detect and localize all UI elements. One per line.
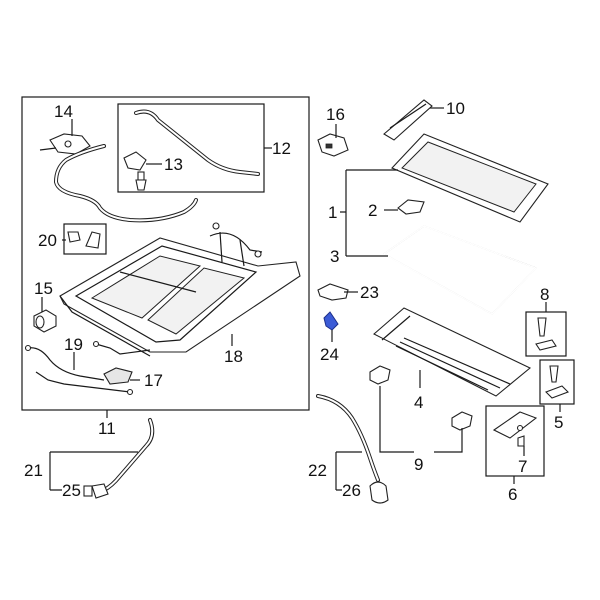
callout-15: 15 — [34, 279, 53, 298]
callout-4: 4 — [414, 393, 423, 412]
callout-10: 10 — [446, 99, 465, 118]
callout-16: 16 — [326, 105, 345, 124]
callout-8: 8 — [540, 285, 549, 304]
callout-19: 19 — [64, 335, 83, 354]
callout-13: 13 — [164, 155, 183, 174]
part-17-module[interactable] — [103, 367, 133, 385]
part-7-bracket[interactable] — [492, 411, 538, 447]
part-24-clip[interactable] — [323, 311, 339, 331]
part-3-seal[interactable] — [382, 225, 538, 315]
callout-24: 24 — [320, 345, 339, 364]
part-4-sunshade[interactable] — [373, 307, 532, 397]
callout-5: 5 — [554, 413, 563, 432]
callout-14: 14 — [54, 102, 73, 121]
part-25-hose-end[interactable] — [83, 483, 109, 499]
part-23-bracket[interactable] — [317, 283, 349, 301]
part-20-bolt-clip[interactable] — [67, 231, 101, 249]
part-14-cable — [53, 144, 198, 223]
callout-26: 26 — [342, 481, 361, 500]
part-8-screw-clip[interactable] — [535, 317, 557, 351]
callout-25: 25 — [62, 481, 81, 500]
callout-7: 7 — [518, 457, 527, 476]
part-6-box — [485, 405, 545, 477]
callout-23: 23 — [360, 283, 379, 302]
part-14-drive-bracket[interactable] — [39, 133, 91, 155]
part-9-pad-a[interactable] — [369, 365, 391, 385]
callout-18: 18 — [224, 347, 243, 366]
callout-17: 17 — [144, 371, 163, 390]
part-18-sunroof-frame[interactable] — [59, 222, 301, 357]
part-15-switch[interactable] — [33, 309, 57, 333]
part-5-screw-clip[interactable] — [545, 365, 569, 399]
callout-2: 2 — [368, 201, 377, 220]
callout-22: 22 — [308, 461, 327, 480]
part-10-rail[interactable] — [383, 99, 433, 141]
part-20-box — [63, 223, 107, 255]
part-1-glass-panel[interactable] — [391, 133, 549, 223]
part-21-drain-hose[interactable] — [102, 418, 155, 492]
part-19-drain-hoses[interactable] — [24, 340, 151, 396]
part-9-pad-b[interactable] — [451, 411, 473, 431]
part-5-box — [539, 359, 575, 405]
part-2-clip[interactable] — [397, 199, 425, 215]
callout-12: 12 — [272, 139, 291, 158]
callout-9: 9 — [414, 455, 423, 474]
callout-1: 1 — [328, 203, 337, 222]
part-12-deflector[interactable] — [134, 109, 260, 176]
callout-20: 20 — [38, 231, 57, 250]
callout-3: 3 — [330, 247, 339, 266]
part-26-grommet[interactable] — [369, 481, 389, 504]
callout-11: 11 — [98, 419, 116, 438]
sunroof-assembly-frame-box — [21, 96, 310, 411]
part-22-drain-hose[interactable] — [316, 394, 380, 482]
leader-lines — [41, 107, 561, 491]
part-13-bracket[interactable] — [123, 151, 147, 191]
callout-6: 6 — [508, 485, 517, 504]
callout-21: 21 — [24, 461, 43, 480]
part-16-bracket[interactable] — [317, 133, 349, 157]
